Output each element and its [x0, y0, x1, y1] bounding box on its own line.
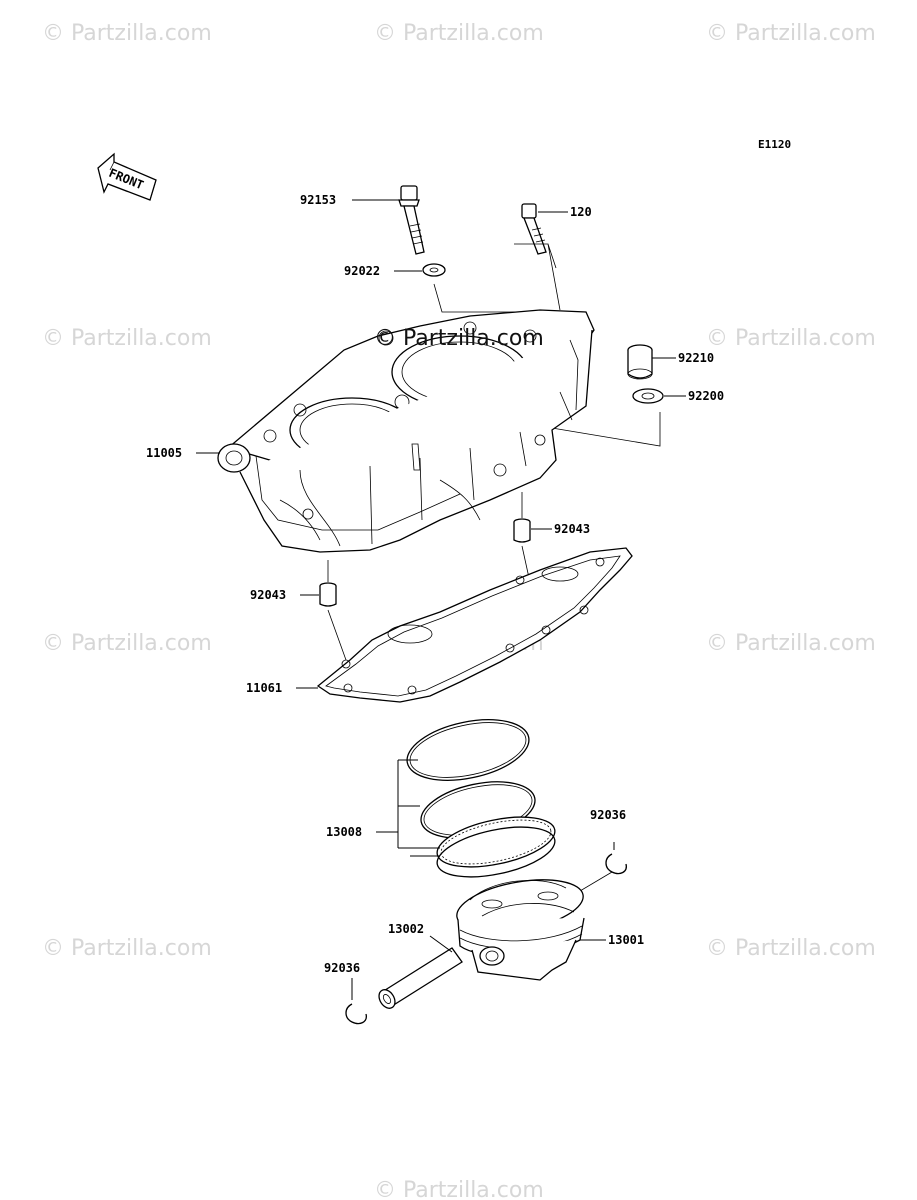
leader-13002	[429, 935, 453, 953]
label-92043-right: 92043	[554, 522, 590, 536]
washer-92200	[632, 388, 664, 404]
dowel-92043-right	[513, 518, 531, 543]
watermark-center: © Partzilla.com	[374, 326, 544, 351]
label-13001: 13001	[608, 933, 644, 947]
watermark-text: © Partzilla.com	[42, 326, 212, 351]
leader-13008	[376, 759, 440, 857]
circlip-92036-right	[605, 853, 627, 875]
label-92036-right: 92036	[590, 808, 626, 822]
label-11005: 11005	[146, 446, 182, 460]
watermark-text: © Partzilla.com	[706, 631, 876, 656]
piston-pin-13002	[378, 947, 463, 1009]
label-92210: 92210	[678, 351, 714, 365]
washer-92022	[422, 263, 446, 277]
watermark-text: © Partzilla.com	[42, 21, 212, 46]
watermark-text: © Partzilla.com	[374, 21, 544, 46]
watermark-text: © Partzilla.com	[42, 631, 212, 656]
label-92200: 92200	[688, 389, 724, 403]
circlip-92036-left	[345, 1003, 367, 1025]
bolt-92153	[398, 185, 425, 255]
label-13008: 13008	[326, 825, 362, 839]
diagram-code: E1120	[758, 138, 791, 151]
piston-13001	[456, 879, 585, 981]
gasket-11061	[316, 547, 633, 703]
watermark-text: © Partzilla.com	[706, 326, 876, 351]
watermarks: © Partzilla.com © Partzilla.com © Partzi…	[42, 21, 876, 1200]
dowel-92043-left	[319, 582, 337, 607]
bolt-120	[521, 203, 547, 255]
collar-92210	[627, 344, 653, 380]
cylinder-block-11005	[217, 309, 595, 553]
watermark-text: © Partzilla.com	[374, 1178, 544, 1200]
label-13002: 13002	[388, 922, 424, 936]
watermark-text: © Partzilla.com	[706, 936, 876, 961]
watermark-text: © Partzilla.com	[706, 21, 876, 46]
label-92022: 92022	[344, 264, 380, 278]
label-92036-left: 92036	[324, 961, 360, 975]
label-92153: 92153	[300, 193, 336, 207]
label-11061: 11061	[246, 681, 282, 695]
front-arrow-icon: FRONT	[97, 152, 157, 201]
label-120: 120	[570, 205, 592, 219]
label-92043-left: 92043	[250, 588, 286, 602]
watermark-text: © Partzilla.com	[42, 936, 212, 961]
piston-rings-13008	[406, 719, 556, 878]
